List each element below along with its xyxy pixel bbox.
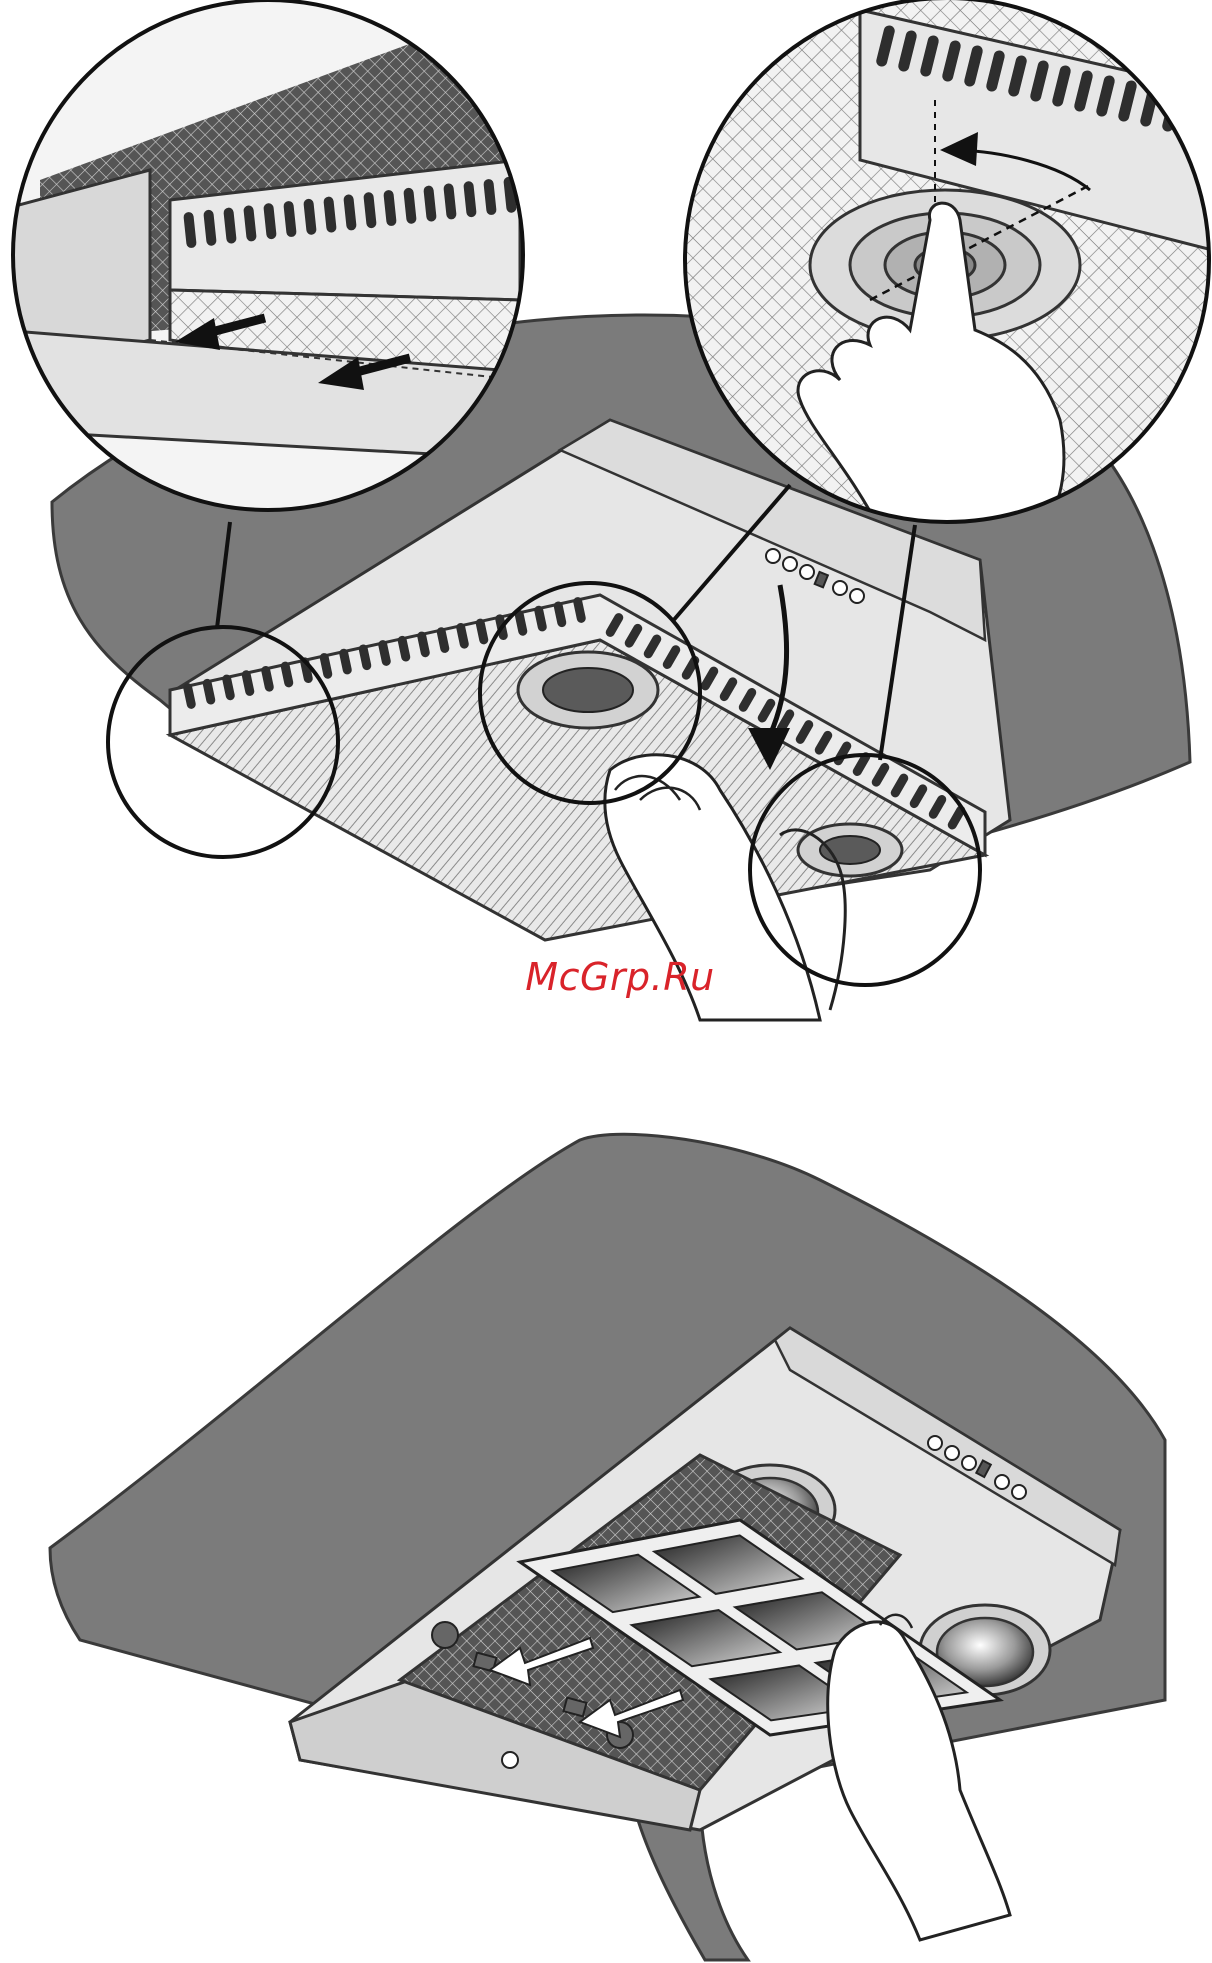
filter-slot <box>1183 94 1204 137</box>
control-button <box>995 1475 1009 1489</box>
figure-2 <box>50 1134 1165 1960</box>
control-button <box>783 557 797 571</box>
filter-clip <box>432 1622 458 1648</box>
control-button <box>833 581 847 595</box>
figure-1 <box>0 0 1212 1020</box>
control-button <box>766 549 780 563</box>
control-button <box>945 1446 959 1460</box>
watermark: McGrp.Ru <box>500 955 740 999</box>
control-button <box>850 589 864 603</box>
filter-handle-recess <box>543 668 633 712</box>
control-button <box>800 565 814 579</box>
control-button <box>962 1456 976 1470</box>
control-button <box>1012 1485 1026 1499</box>
screw <box>502 1752 518 1768</box>
control-button <box>928 1436 942 1450</box>
